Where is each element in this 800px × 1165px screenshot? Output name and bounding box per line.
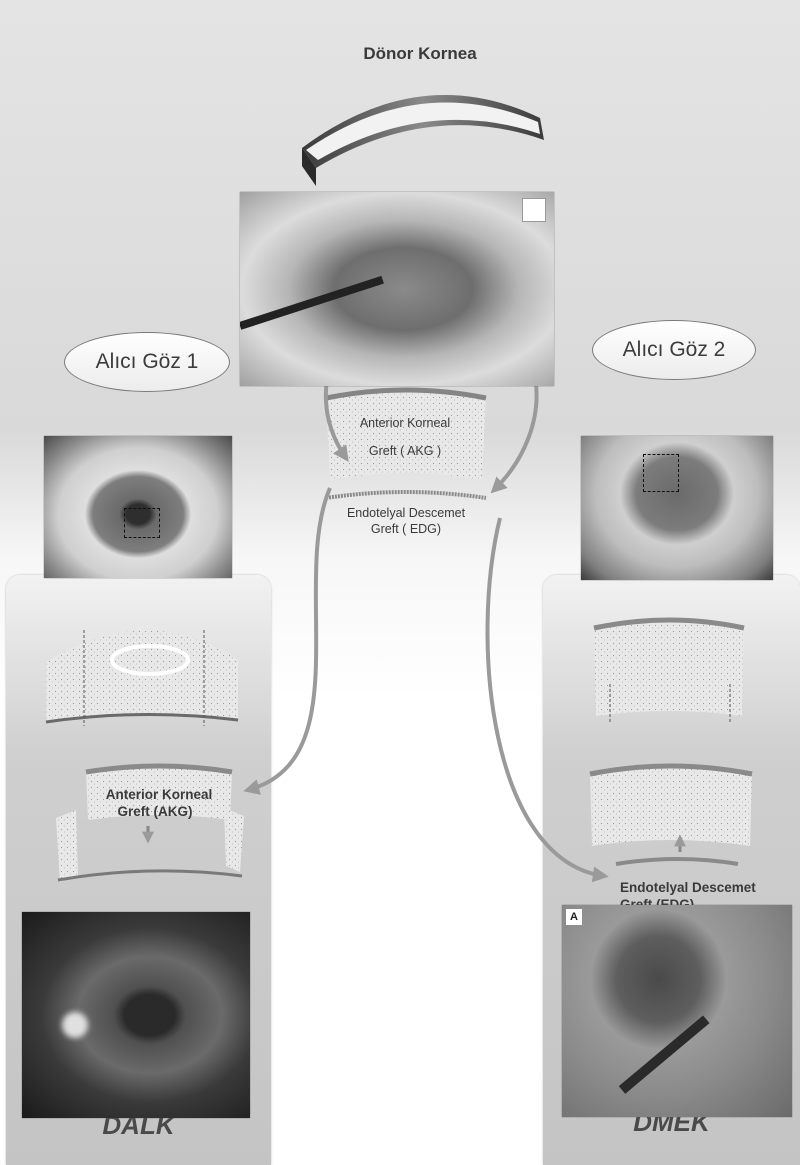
- photo-corner-box: [522, 198, 546, 222]
- dalk-recipient-bed: [56, 766, 244, 882]
- donor-surgery-photo: [240, 192, 554, 386]
- dalk-photo-highlight: [62, 1012, 88, 1038]
- dmek-photo-tag: A: [566, 909, 582, 925]
- dmek-edg-label-1: Endotelyal Descemet: [620, 879, 800, 896]
- dmek-recipient-bed: [590, 766, 752, 864]
- center-akg-graft: [326, 390, 486, 480]
- dalk-akg-label-1: Anterior Korneal: [84, 786, 234, 803]
- center-akg-label-2: Greft ( AKG ): [330, 444, 480, 459]
- eye-2-dashed-box: [643, 454, 679, 492]
- recipient-eye-1-photo: [44, 436, 232, 578]
- dmek-host-cornea: [594, 620, 744, 722]
- recipient-eye-2-photo: [581, 436, 773, 580]
- recipient-eye-1-label: Alıcı Göz 1: [64, 332, 230, 392]
- dmek-surgery-photo: A: [562, 905, 792, 1117]
- dmek-forceps-shape: [619, 1015, 710, 1093]
- center-edg-label-1: Endotelyal Descemet: [316, 506, 496, 521]
- eye-1-dashed-box: [124, 508, 160, 538]
- center-edg-strip: [326, 492, 486, 498]
- forceps-shape: [240, 276, 384, 330]
- recipient-eye-2-label: Alıcı Göz 2: [592, 320, 756, 380]
- donor-cornea-shape: [302, 95, 544, 186]
- dalk-result-photo: [22, 912, 250, 1118]
- center-akg-label-1: Anterior Korneal: [330, 416, 480, 431]
- center-edg-label-2: Greft ( EDG): [316, 522, 496, 537]
- dalk-akg-label-2: Greft (AKG): [80, 803, 230, 820]
- dalk-host-cornea: [46, 630, 238, 726]
